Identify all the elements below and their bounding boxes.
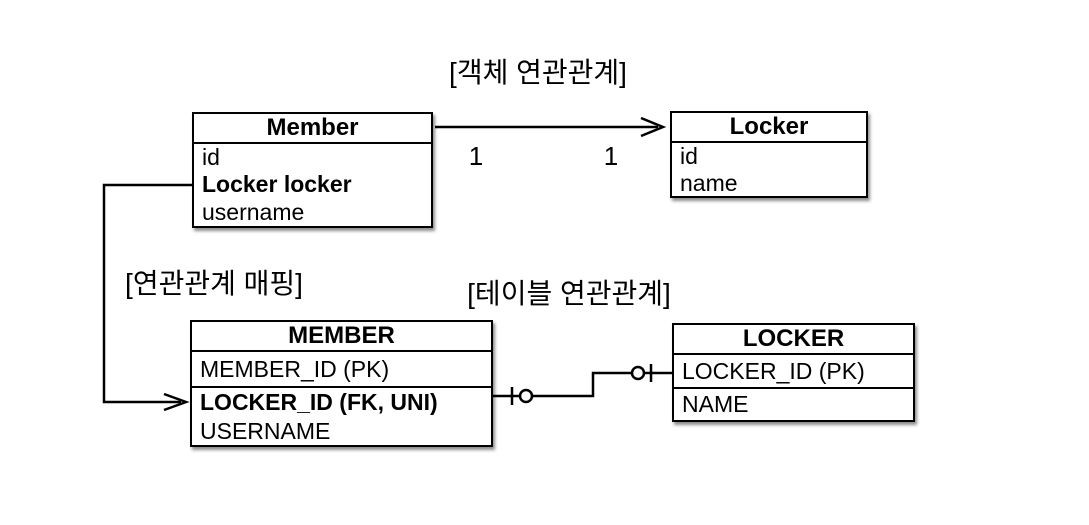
object-association-arrowhead bbox=[640, 116, 667, 138]
locker-side-zero-circle bbox=[630, 365, 646, 381]
locker-table-title: LOCKER bbox=[674, 325, 913, 355]
locker-class-field-id: id bbox=[680, 143, 698, 169]
member-table-column-member-id: MEMBER_ID (PK) bbox=[192, 352, 491, 388]
locker-table-box: LOCKER LOCKER_ID (PK) NAME bbox=[672, 323, 915, 422]
locker-class-box: Locker id name bbox=[670, 111, 868, 198]
mapping-connector-line bbox=[102, 183, 192, 404]
member-table-column-username: USERNAME bbox=[200, 418, 331, 444]
member-class-field-locker: Locker locker bbox=[202, 171, 352, 198]
mapping-label: [연관관계 매핑] bbox=[125, 268, 303, 299]
member-table-title: MEMBER bbox=[192, 322, 491, 352]
member-class-field-id: id bbox=[202, 144, 220, 170]
table-association-label: [테이블 연관관계] bbox=[467, 278, 671, 309]
object-association-label: [객체 연관관계] bbox=[449, 57, 627, 88]
member-class-box: Member id Locker locker username bbox=[192, 112, 433, 228]
member-table-box: MEMBER MEMBER_ID (PK) LOCKER_ID (FK, UNI… bbox=[190, 320, 493, 447]
member-class-field-username: username bbox=[202, 198, 305, 225]
mapping-connector-arrowhead bbox=[163, 392, 190, 412]
member-class-title: Member bbox=[194, 114, 431, 144]
locker-class-field-name: name bbox=[680, 169, 738, 196]
member-side-zero-circle bbox=[518, 388, 534, 404]
locker-class-title: Locker bbox=[672, 113, 866, 143]
member-table-column-locker-id: LOCKER_ID (FK, UNI) bbox=[200, 389, 438, 415]
multiplicity-member-side: 1 bbox=[468, 141, 484, 171]
locker-table-column-locker-id: LOCKER_ID (PK) bbox=[674, 355, 913, 389]
multiplicity-locker-side: 1 bbox=[603, 141, 619, 171]
locker-table-column-name: NAME bbox=[682, 391, 749, 417]
